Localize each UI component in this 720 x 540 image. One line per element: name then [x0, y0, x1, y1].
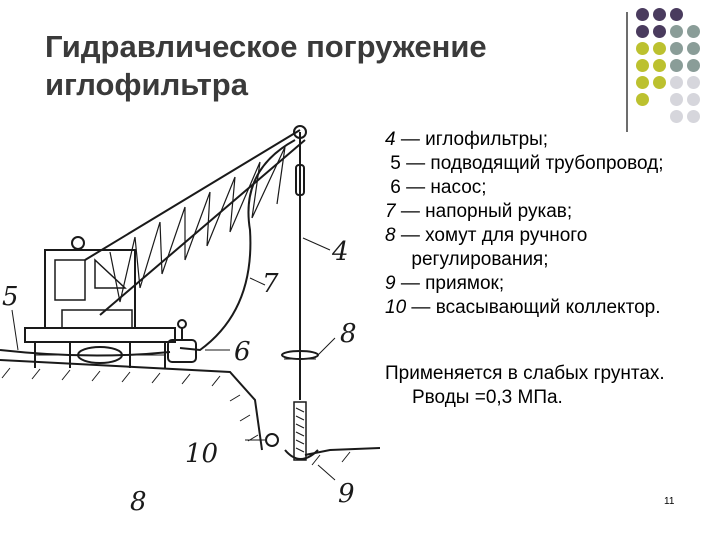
decorative-dot — [687, 93, 700, 106]
pressure-hose — [179, 139, 296, 352]
legend-list: 4 — иглофильтры; 5 — подводящий трубопро… — [385, 128, 715, 320]
crane-boom — [84, 129, 306, 316]
legend-item: 8 — хомут для ручного — [385, 224, 715, 248]
decorative-dot — [653, 110, 666, 123]
slide-title: Гидравлическое погружение иглофильтра — [45, 28, 585, 104]
label-figure-letter: 8 — [130, 487, 147, 517]
wellpoint — [293, 401, 307, 461]
legend-number: 10 — [385, 297, 407, 318]
decorative-dot — [687, 59, 700, 72]
legend-text: — всасывающий коллектор. — [406, 297, 661, 318]
sump-pit — [284, 449, 319, 460]
legend-text: — подводящий трубопровод; — [400, 153, 664, 174]
page-number: 11 — [664, 496, 675, 507]
legend-number: 4 — [385, 129, 396, 150]
legend-item: 5 — подводящий трубопровод; — [385, 152, 715, 176]
decorative-dot — [687, 110, 700, 123]
legend-item: 10 — всасывающий коллектор. — [385, 296, 715, 320]
legend-text: — иглофильтры; — [395, 129, 549, 150]
legend-text: — насос; — [400, 177, 487, 198]
pump — [167, 339, 197, 363]
decorative-dot — [636, 76, 649, 89]
decorative-dot — [653, 25, 666, 38]
legend-item: регулирования; — [385, 248, 715, 272]
label-7: 7 — [262, 269, 279, 299]
collector-pipe — [265, 433, 279, 447]
legend-number: 9 — [385, 273, 396, 294]
decorative-dot — [670, 8, 683, 21]
legend-item: 9 — приямок; — [385, 272, 715, 296]
legend-item: 6 — насос; — [385, 176, 715, 200]
title-divider — [626, 12, 628, 132]
decorative-dot — [653, 59, 666, 72]
decorative-dot — [670, 42, 683, 55]
legend-text: регулирования; — [385, 249, 549, 270]
supply-pipeline — [0, 349, 171, 357]
crane-platform — [24, 327, 176, 343]
decorative-dot — [636, 8, 649, 21]
ground-line — [0, 359, 263, 451]
legend-item: 4 — иглофильтры; — [385, 128, 715, 152]
label-10: 10 — [185, 439, 218, 469]
decorative-dot — [636, 110, 649, 123]
decorative-dot — [653, 93, 666, 106]
decorative-dot — [653, 8, 666, 21]
legend-number: 8 — [385, 225, 396, 246]
decorative-dot — [670, 59, 683, 72]
ground-hatching — [1, 367, 351, 466]
decorative-dot — [670, 110, 683, 123]
crane-wellpoint-drawing: 4 5 6 7 8 9 10 8 — [0, 125, 380, 517]
legend-text: — приямок; — [395, 273, 505, 294]
legend-text: — напорный рукав; — [395, 201, 573, 222]
decorative-dot — [687, 25, 700, 38]
decorative-dot — [670, 25, 683, 38]
legend-number: 6 — [385, 177, 401, 198]
legend-number: 5 — [385, 153, 401, 174]
decorative-dot — [636, 59, 649, 72]
application-note: Применяется в слабых грунтах. Рводы =0,3… — [385, 362, 715, 410]
note-line-2: Рводы =0,3 МПа. — [412, 387, 563, 408]
decorative-dot — [636, 42, 649, 55]
decorative-dot — [636, 93, 649, 106]
crane-cab — [44, 249, 136, 329]
decorative-dot — [636, 25, 649, 38]
decorative-dot — [670, 93, 683, 106]
decorative-dot — [687, 8, 700, 21]
legend-item: 7 — напорный рукав; — [385, 200, 715, 224]
legend-number: 7 — [385, 201, 396, 222]
decorative-dot — [687, 76, 700, 89]
title-line-2: иглофильтра — [45, 67, 248, 102]
decorative-dot — [670, 76, 683, 89]
decorative-dot — [653, 76, 666, 89]
label-9: 9 — [338, 479, 355, 509]
label-6: 6 — [234, 337, 251, 367]
legend-text: — хомут для ручного — [395, 225, 588, 246]
label-8: 8 — [340, 319, 357, 349]
decorative-dot-grid — [636, 8, 700, 123]
label-5: 5 — [2, 282, 19, 312]
decorative-dot — [653, 42, 666, 55]
note-line-1: Применяется в слабых грунтах. — [385, 363, 665, 384]
title-line-1: Гидравлическое погружение — [45, 29, 487, 64]
decorative-dot — [687, 42, 700, 55]
label-4: 4 — [331, 237, 349, 267]
